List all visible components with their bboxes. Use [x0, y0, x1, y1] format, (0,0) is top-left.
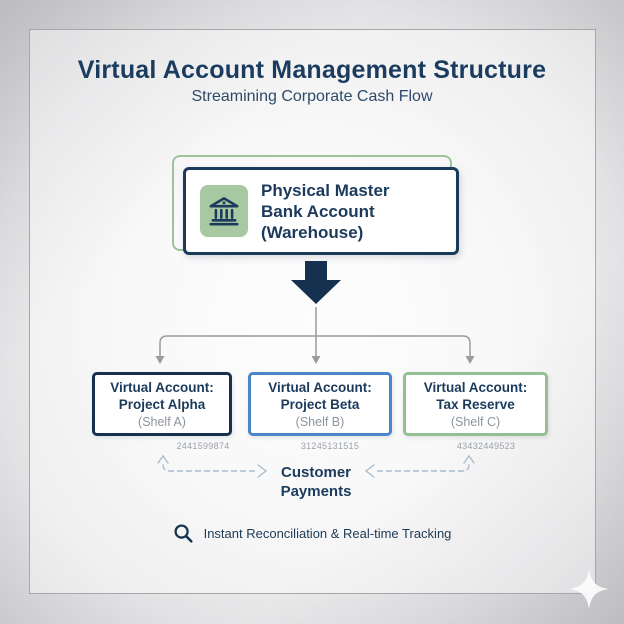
- master-account-label: Physical Master Bank Account (Warehouse): [261, 180, 390, 243]
- search-icon: [174, 524, 193, 543]
- master-account-box: Physical Master Bank Account (Warehouse): [183, 167, 459, 255]
- account-name: Tax Reserve: [436, 396, 515, 412]
- virtual-account-box-tax: Virtual Account: Tax Reserve (Shelf C): [403, 372, 548, 436]
- page-title: Virtual Account Management Structure: [77, 56, 547, 84]
- account-shelf: (Shelf C): [450, 414, 501, 429]
- outer-frame: [29, 29, 596, 594]
- account-number-alpha: 2441599874: [176, 441, 230, 451]
- bank-icon: [209, 197, 239, 226]
- virtual-account-box-beta: Virtual Account: Project Beta (Shelf B): [248, 372, 392, 436]
- virtual-account-box-alpha: Virtual Account: Project Alpha (Shelf A): [92, 372, 232, 436]
- customer-payments-line-2: Payments: [280, 483, 352, 500]
- account-number-beta: 31245131515: [300, 441, 360, 451]
- account-name: Project Beta: [280, 396, 360, 412]
- account-number-tax: 43432449523: [456, 441, 516, 451]
- account-name: Project Alpha: [118, 396, 206, 412]
- account-shelf: (Shelf B): [295, 414, 345, 429]
- page-subtitle: Streamining Corporate Cash Flow: [191, 88, 433, 105]
- account-shelf: (Shelf A): [138, 414, 186, 429]
- account-label: Virtual Account:: [268, 379, 372, 395]
- master-line-1: Physical Master: [261, 180, 390, 200]
- account-label: Virtual Account:: [423, 379, 528, 395]
- master-line-3: (Warehouse): [261, 222, 364, 242]
- customer-payments-label: Customer Payments: [256, 463, 376, 501]
- bank-icon-tile: [200, 185, 248, 237]
- footer-text: Instant Reconciliation & Real-time Track…: [203, 526, 452, 541]
- master-line-2: Bank Account: [261, 201, 375, 221]
- customer-payments-line-1: Customer: [280, 464, 351, 481]
- account-label: Virtual Account:: [110, 379, 214, 395]
- footer-row: Instant Reconciliation & Real-time Track…: [0, 523, 624, 544]
